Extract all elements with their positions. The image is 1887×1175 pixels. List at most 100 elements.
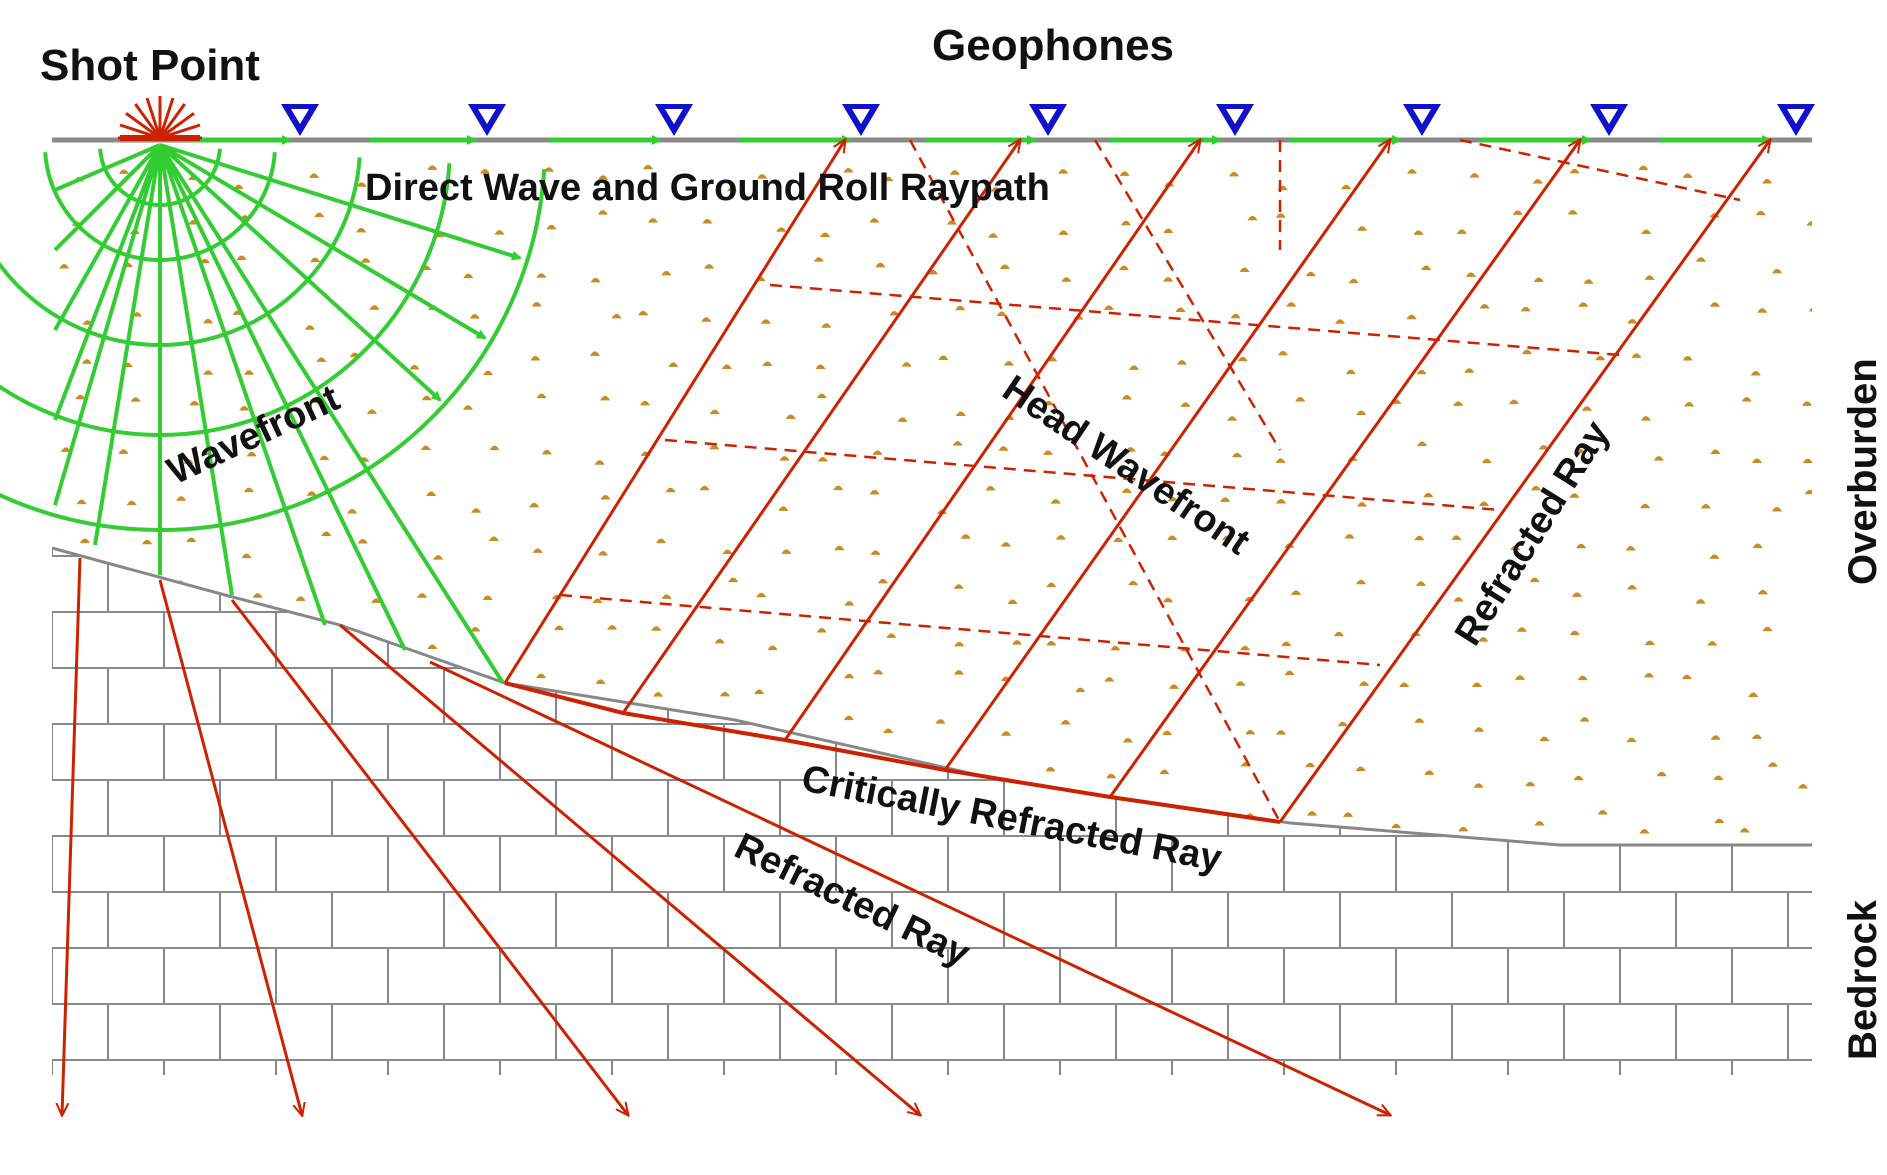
sand-dot [1176, 360, 1187, 365]
sand-dot [843, 168, 854, 173]
sand-dot [844, 673, 855, 679]
sand-dot [1569, 168, 1580, 174]
refracted-ray-up [503, 140, 845, 684]
sand-dot [661, 270, 672, 276]
sand-dot [1571, 592, 1582, 597]
sand-dot [783, 818, 794, 824]
sand-dot [366, 409, 377, 414]
sand-dot [1478, 637, 1489, 642]
sand-dot [1337, 721, 1348, 727]
sand-dot [470, 626, 481, 632]
sand-dot [123, 589, 134, 594]
geophone-icon [655, 104, 693, 136]
sand-dot [524, 825, 535, 830]
sand-dot [356, 182, 367, 187]
sand-dot [1163, 277, 1174, 282]
geophones-label: Geophones [932, 21, 1174, 70]
sand-dot [494, 230, 505, 235]
sand-dot [433, 555, 444, 560]
sand-dot [254, 682, 265, 687]
sand-dot [709, 444, 720, 450]
sand-dot [243, 370, 254, 375]
sand-dot [1415, 581, 1426, 586]
sand-dot [1122, 738, 1133, 743]
sand-dot [1578, 302, 1589, 307]
sand-dot [1479, 501, 1490, 506]
sand-dot [1640, 416, 1651, 421]
sand-dot [176, 496, 187, 501]
sand-dot [1757, 589, 1768, 595]
sand-dot [536, 273, 547, 278]
sand-dot [726, 186, 737, 192]
sand-dot [469, 314, 480, 319]
sand-dot [463, 273, 474, 279]
geophone-inner [478, 109, 496, 124]
direct-wave-ray [158, 144, 327, 626]
sand-dot [990, 187, 1001, 192]
direct-wave-ray [53, 144, 162, 506]
sand-dot [1573, 775, 1584, 781]
sand-dot [954, 641, 965, 647]
sand-dot [178, 825, 189, 831]
sand-dot [1465, 272, 1476, 277]
sand-dot [1345, 369, 1356, 375]
sand-dot [1227, 416, 1238, 421]
sand-dot [531, 302, 542, 307]
sand-dot [1707, 641, 1718, 646]
sand-dot [1335, 319, 1346, 324]
sand-dot [1510, 545, 1521, 551]
sand-dot [988, 233, 999, 238]
shot-ray [125, 112, 161, 140]
sand-dot [118, 169, 129, 174]
sand-dot [262, 718, 273, 723]
sand-dot [424, 783, 435, 789]
sand-dot [1825, 362, 1835, 367]
sand-dot [60, 447, 71, 452]
sand-dot [946, 220, 957, 225]
sand-dot [598, 175, 609, 180]
sand-dot [1046, 641, 1057, 646]
sand-dot [118, 449, 129, 454]
sand-dot [1597, 810, 1608, 815]
sand-dot [203, 370, 214, 375]
sand-dot [1162, 809, 1173, 814]
bedrock-label: Bedrock [1841, 899, 1885, 1060]
sand-dot [488, 536, 499, 542]
sand-dot [1355, 766, 1366, 771]
sand-dot [953, 670, 964, 675]
sand-dot [1709, 302, 1720, 307]
sand-dot [1159, 769, 1170, 775]
refracted-ray-up [783, 140, 1200, 741]
sand-dot [815, 364, 826, 370]
head-wavefront-line [1459, 138, 1741, 202]
sand-dot [1344, 534, 1355, 539]
sand-dot [709, 409, 720, 415]
sand-dot [1129, 365, 1140, 370]
sand-dot [75, 394, 86, 400]
sand-dot [1357, 502, 1368, 507]
sand-dot [306, 491, 317, 496]
sand-dot [1530, 485, 1541, 491]
sand-dot [189, 400, 200, 406]
sand-dot [1343, 812, 1354, 817]
sand-dot [417, 593, 428, 598]
sand-dot [543, 167, 554, 172]
sand-dot [1771, 506, 1782, 512]
sand-dot [1121, 395, 1132, 400]
sand-dot [1653, 456, 1664, 461]
sand-dot [66, 626, 77, 631]
sand-dot [1235, 681, 1246, 686]
sand-dot [530, 355, 541, 361]
direct-wave-ray [158, 144, 234, 596]
sand-dot [938, 355, 949, 361]
sand-dot [1356, 410, 1367, 415]
sand-dot [816, 627, 827, 633]
sand-dot [714, 638, 725, 644]
sand-dot [1529, 577, 1540, 583]
sand-dot [1453, 597, 1464, 602]
sand-dot [1291, 590, 1302, 595]
geophone-inner [1600, 109, 1618, 124]
direct-wave-rays [53, 135, 1772, 685]
sand-dot [494, 830, 505, 835]
sand-dot [1772, 268, 1783, 274]
